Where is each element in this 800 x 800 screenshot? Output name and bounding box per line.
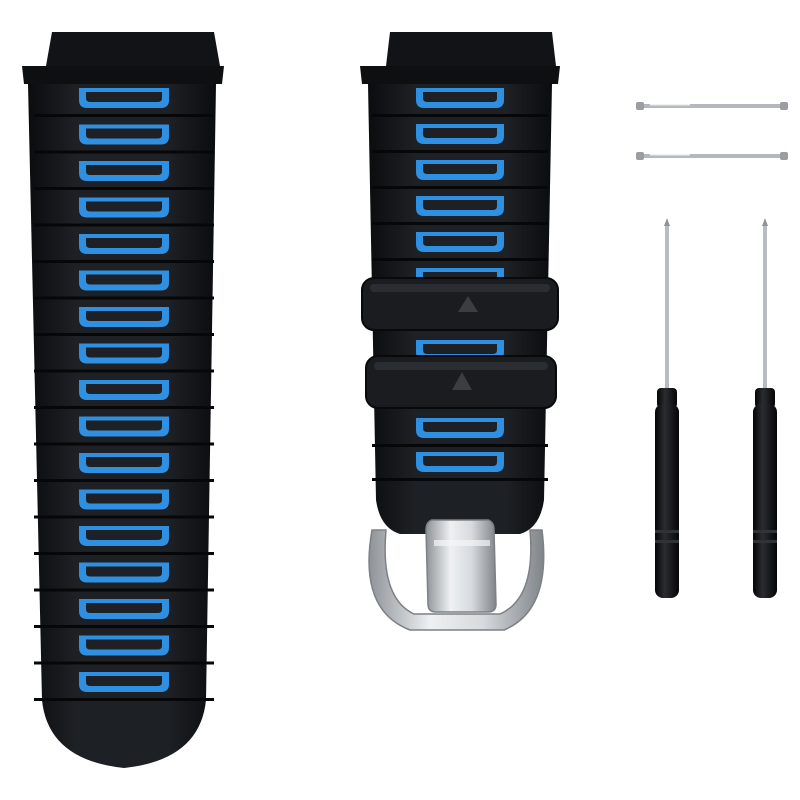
strap-rib [34,479,214,482]
blue-loop [79,270,169,291]
strap-rib [34,661,214,665]
strap-rib [34,333,214,336]
blue-loop [79,343,169,364]
strap-rib [34,150,214,154]
blue-loop [79,234,169,254]
blue-loop [79,197,169,218]
strap-rib [372,186,548,189]
long-strap-ribs [34,114,214,701]
blue-loop [79,526,169,546]
blue-loop [79,416,169,437]
strap-rib [34,552,214,555]
blue-loop [79,453,169,473]
strap-rib [372,150,548,153]
triangle-mark-icon [452,372,472,390]
strap-rib [34,698,214,701]
blue-loop [416,232,504,252]
blue-loop [416,124,504,144]
strap-rib [34,442,214,446]
strap-rib [34,187,214,190]
strap-rib [34,406,214,409]
blue-loop [79,161,169,181]
strap-rib [34,296,214,300]
screwdriver-icon [655,218,679,598]
strap-rib [34,223,214,227]
strap-rib [34,515,214,519]
blue-loop [79,88,169,108]
blue-loop [416,418,504,438]
blue-loop [416,88,504,108]
strap-keeper-upper [361,277,559,331]
blue-loop [416,452,504,472]
long-strap [22,32,224,768]
strap-rib [34,625,214,628]
long-strap-blue-loops [79,88,169,692]
buckle-strap [360,32,560,631]
blue-loop [79,635,169,656]
blue-loop [79,489,169,510]
strap-rib [372,258,548,261]
strap-rib [34,369,214,373]
strap-rib [372,114,548,117]
screwdriver-icon [753,218,777,598]
blue-loop [79,380,169,400]
strap-keeper-lower [365,355,557,409]
blue-loop [79,599,169,619]
strap-rib [372,222,548,225]
strap-rib [34,260,214,263]
strap-rib [34,588,214,592]
spring-bar-icon [636,152,788,160]
spring-bar-pins [636,102,788,160]
spring-bar-icon [636,102,788,110]
blue-loop [79,307,169,327]
steel-buckle [368,519,545,631]
blue-loop [416,160,504,180]
blue-loop [416,196,504,216]
strap-rib [34,114,214,117]
strap-rib [372,478,548,481]
blue-loop [79,562,169,583]
blue-loop [79,672,169,692]
triangle-mark-icon [458,296,478,312]
blue-loop [79,124,169,145]
strap-rib [372,444,548,447]
